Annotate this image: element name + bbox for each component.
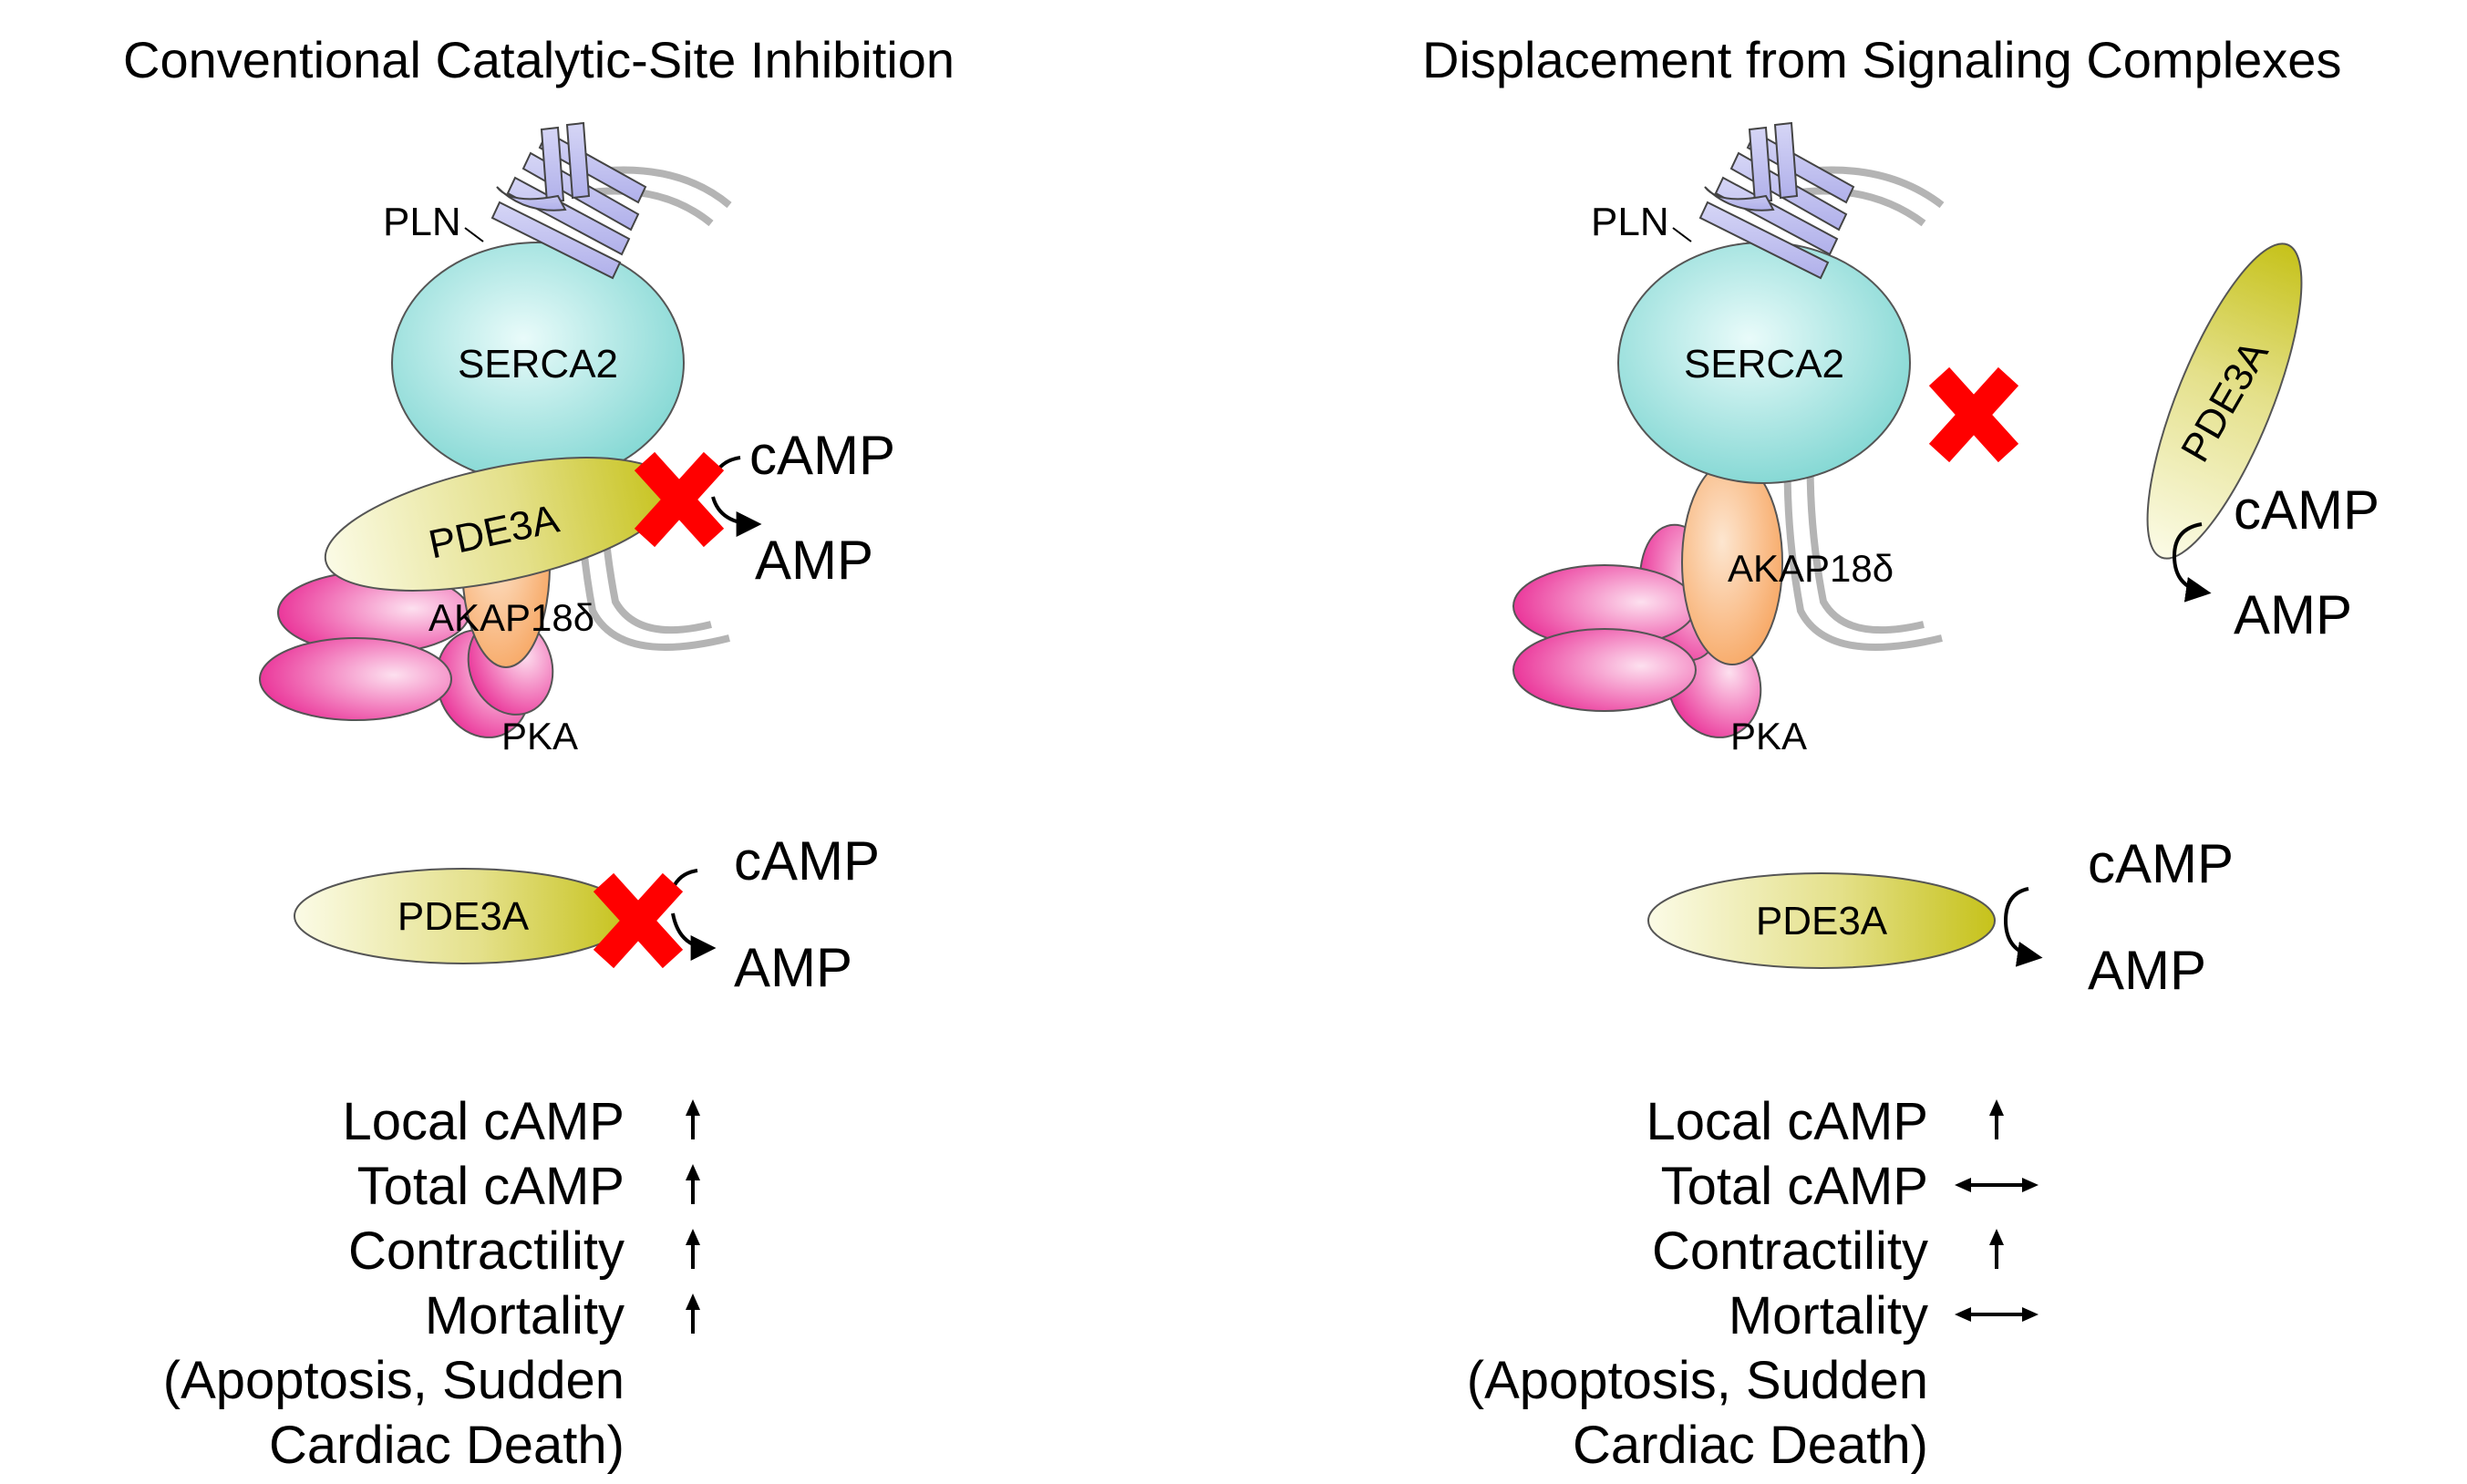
serca2-label: SERCA2 — [458, 342, 618, 386]
unchanged-arrow-icon — [1953, 1176, 2040, 1194]
increase-arrow-icon — [684, 1098, 702, 1141]
effect-label: Local cAMP — [343, 1092, 624, 1151]
panel-right: Displacement from Signaling Complexes — [1422, 31, 2379, 1475]
akap18-label: AKAP18δ — [428, 596, 594, 639]
unchanged-arrow-icon — [1953, 1305, 2040, 1324]
panel-left-title: Conventional Catalytic-Site Inhibition — [123, 31, 955, 88]
pde3a-free-label: PDE3A — [1756, 899, 1888, 943]
displaced-pde3a: PDE3A cAMP AMP — [2146, 242, 2379, 645]
pka-catalytic-subunit — [1512, 628, 1697, 712]
complex-reaction-left: cAMP AMP — [645, 425, 895, 591]
pka-catalytic-subunit — [259, 637, 452, 721]
pka-label: PKA — [501, 715, 578, 757]
displacement-x-icon — [1939, 376, 2008, 453]
panel-left: Conventional Catalytic-Site Inhibition — [123, 31, 955, 1475]
free-substrate-label: cAMP — [2088, 833, 2234, 894]
serca2-label: SERCA2 — [1684, 342, 1844, 386]
free-product-label: AMP — [2088, 940, 2206, 1001]
increase-arrow-icon — [1987, 1098, 2006, 1141]
complex-substrate-label: cAMP — [749, 425, 895, 486]
effect-label: Total cAMP — [1661, 1157, 1928, 1216]
effect-label: Contractility — [348, 1221, 624, 1281]
effects-list-left: Local cAMP Total cAMP Contractility Mort… — [163, 1092, 702, 1475]
effect-label: Local cAMP — [1646, 1092, 1928, 1151]
increase-arrow-icon — [1987, 1227, 2006, 1271]
panel-right-title: Displacement from Signaling Complexes — [1422, 31, 2341, 88]
free-substrate-label: cAMP — [734, 830, 880, 891]
akap18-label: AKAP18δ — [1728, 547, 1894, 590]
pde3a-free-label: PDE3A — [397, 894, 530, 939]
pde3a-free-shape — [1647, 872, 1996, 969]
complex-product-label: AMP — [2234, 584, 2352, 645]
effect-label: Contractility — [1652, 1221, 1928, 1281]
pln-label: PLN — [1591, 200, 1669, 244]
free-reaction-right: PDE3A cAMP AMP — [1647, 833, 2234, 1001]
effects-note: Cardiac Death) — [269, 1416, 624, 1475]
complex-product-label: AMP — [755, 530, 873, 591]
free-reaction-left: PDE3A cAMP AMP — [294, 830, 880, 998]
free-product-label: AMP — [734, 937, 852, 998]
effect-label: Mortality — [425, 1286, 624, 1345]
complex-substrate-label: cAMP — [2234, 479, 2379, 541]
effect-label: Mortality — [1729, 1286, 1928, 1345]
pde3a-displaced-shape — [2146, 242, 2303, 560]
increase-arrow-icon — [684, 1162, 702, 1206]
pln-helices-right — [1698, 121, 1855, 280]
pln-helices-left — [490, 121, 647, 280]
effects-note: (Apoptosis, Sudden — [163, 1351, 624, 1410]
pka-label: PKA — [1730, 715, 1807, 757]
increase-arrow-icon — [684, 1227, 702, 1271]
effects-list-right: Local cAMP Total cAMP Contractility Mort… — [1467, 1092, 2040, 1475]
effect-label: Total cAMP — [357, 1157, 624, 1216]
pln-label: PLN — [383, 200, 461, 244]
increase-arrow-icon — [684, 1292, 702, 1335]
effects-note: (Apoptosis, Sudden — [1467, 1351, 1928, 1410]
effects-note: Cardiac Death) — [1573, 1416, 1928, 1475]
